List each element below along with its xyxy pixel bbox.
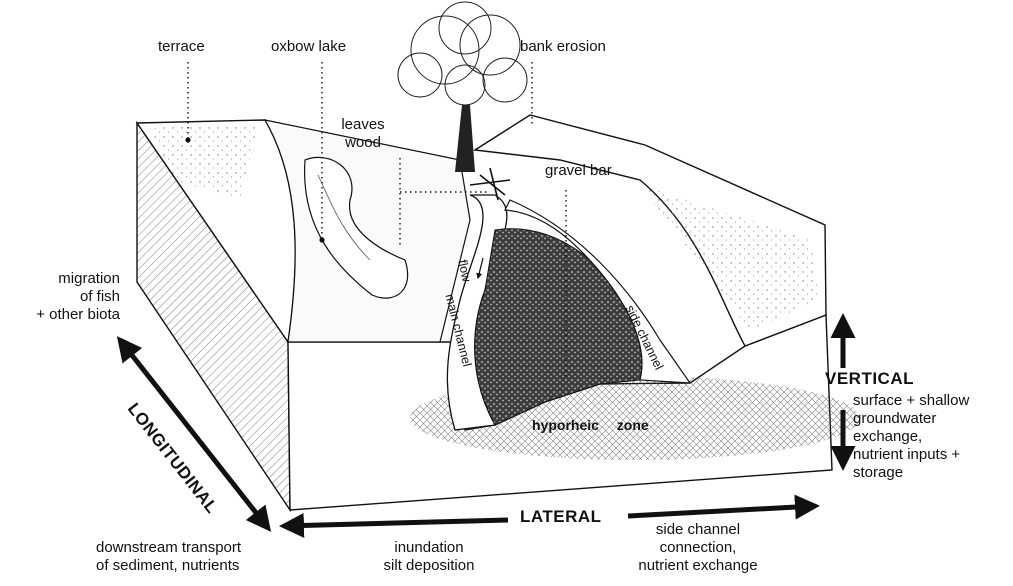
label-hyporheic-zone-text: hyporheic zone [532,417,649,433]
inundation-line-1: inundation [364,539,494,557]
label-gravel-bar: gravel bar [545,162,612,180]
label-hyporheic-zone: hyporheic zone [532,416,649,434]
vertical-line-1: surface + shallow [853,392,969,410]
label-side-channel-connection: side channel connection, nutrient exchan… [618,521,778,575]
side-channel-connection-line-3: nutrient exchange [618,557,778,575]
migration-line-3: + other biota [36,306,120,324]
label-wood: wood [333,134,393,152]
floodplain-left [265,120,470,342]
label-inundation: inundation silt deposition [364,539,494,575]
label-oxbow-lake: oxbow lake [271,38,346,56]
side-channel-connection-line-1: side channel [618,521,778,539]
lateral-arrow [284,520,508,526]
label-vertical-exchange: surface + shallow groundwater exchange, … [853,392,969,482]
label-terrace: terrace [158,38,205,56]
downstream-line-1: downstream transport [96,539,241,557]
tree-trunk [455,105,475,172]
label-downstream: downstream transport of sediment, nutrie… [96,539,241,575]
label-vertical: VERTICAL [825,370,914,388]
label-leaves: leaves [333,116,393,134]
migration-line-1: migration [36,270,120,288]
vertical-line-2: groundwater [853,410,969,428]
label-migration: migration of fish + other biota [36,270,120,324]
vertical-line-4: nutrient inputs + [853,446,969,464]
label-leaves-wood: leaves wood [333,116,393,152]
lateral-arrow-right [628,506,815,516]
side-channel-connection-line-2: connection, [618,539,778,557]
label-bank-erosion: bank erosion [520,38,606,56]
tree-canopy [398,2,527,105]
vertical-line-3: exchange, [853,428,969,446]
vertical-line-5: storage [853,464,969,482]
label-lateral: LATERAL [520,508,602,526]
downstream-line-2: of sediment, nutrients [96,557,241,575]
inundation-line-2: silt deposition [364,557,494,575]
migration-line-2: of fish [36,288,120,306]
